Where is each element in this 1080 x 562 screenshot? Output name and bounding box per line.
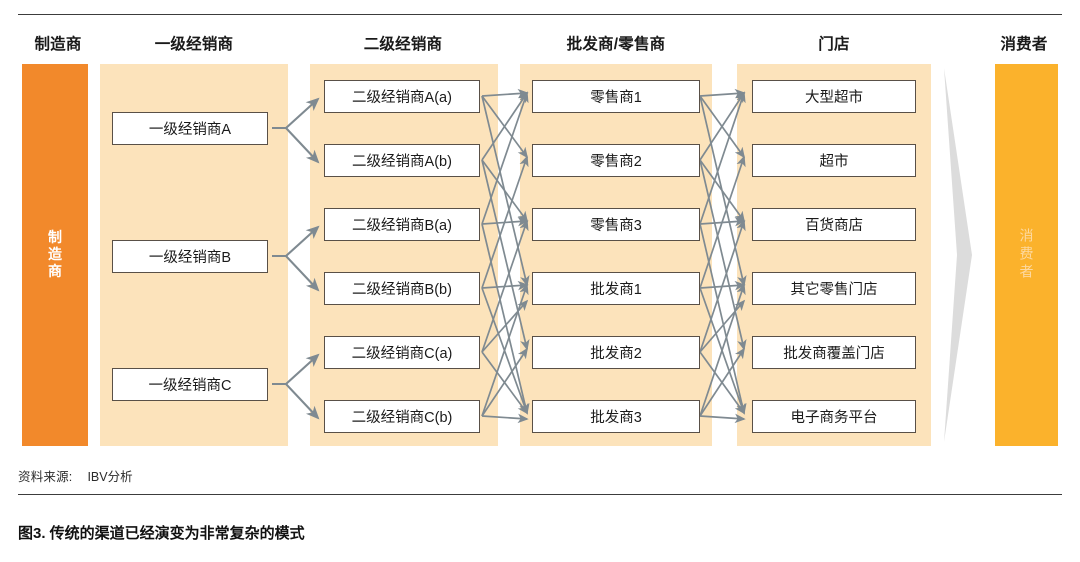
manufacturer-vertical-label: 制造商 <box>47 229 63 281</box>
top-rule <box>18 14 1062 15</box>
node-store-other-retail[interactable]: 其它零售门店 <box>752 272 916 305</box>
node-tier2-ca[interactable]: 二级经销商C(a) <box>324 336 480 369</box>
node-retailer-1[interactable]: 零售商1 <box>532 80 700 113</box>
node-wholesaler-3[interactable]: 批发商3 <box>532 400 700 433</box>
node-tier2-ab[interactable]: 二级经销商A(b) <box>324 144 480 177</box>
header-manufacturer: 制造商 <box>34 36 82 53</box>
node-tier1-c[interactable]: 一级经销商C <box>112 368 268 401</box>
tier2-band <box>310 64 498 446</box>
node-store-department[interactable]: 百货商店 <box>752 208 916 241</box>
node-tier2-cb[interactable]: 二级经销商C(b) <box>324 400 480 433</box>
node-store-ecommerce[interactable]: 电子商务平台 <box>752 400 916 433</box>
stores-band <box>737 64 931 446</box>
node-tier1-a[interactable]: 一级经销商A <box>112 112 268 145</box>
consumer-chevron-icon <box>944 68 972 442</box>
node-retailer-2[interactable]: 零售商2 <box>532 144 700 177</box>
node-tier1-b[interactable]: 一级经销商B <box>112 240 268 273</box>
bottom-rule <box>18 494 1062 495</box>
consumer-vertical-label: 消费者 <box>1018 228 1035 282</box>
node-tier2-ba[interactable]: 二级经销商B(a) <box>324 208 480 241</box>
node-wholesaler-1[interactable]: 批发商1 <box>532 272 700 305</box>
consumer-column: 消费者 <box>995 64 1058 446</box>
header-stores: 门店 <box>818 36 850 53</box>
wholesale-retail-band <box>520 64 712 446</box>
figure-caption: 图3. 传统的渠道已经演变为非常复杂的模式 <box>18 525 305 542</box>
source-line: 资料来源: IBV分析 <box>18 466 133 485</box>
node-store-supermarket[interactable]: 超市 <box>752 144 916 177</box>
header-tier2: 二级经销商 <box>363 36 443 53</box>
node-store-hypermarket[interactable]: 大型超市 <box>752 80 916 113</box>
source-value: IBV分析 <box>87 470 133 484</box>
node-wholesaler-2[interactable]: 批发商2 <box>532 336 700 369</box>
node-tier2-bb[interactable]: 二级经销商B(b) <box>324 272 480 305</box>
header-consumer: 消费者 <box>1000 36 1048 53</box>
node-retailer-3[interactable]: 零售商3 <box>532 208 700 241</box>
manufacturer-column: 制造商 <box>22 64 88 446</box>
node-store-wholesale-covered[interactable]: 批发商覆盖门店 <box>752 336 916 369</box>
node-tier2-aa[interactable]: 二级经销商A(a) <box>324 80 480 113</box>
source-label: 资料来源: <box>18 470 73 484</box>
header-tier1: 一级经销商 <box>154 36 234 53</box>
header-wholesale-retail: 批发商/零售商 <box>566 36 666 53</box>
column-header-row: 制造商 一级经销商 二级经销商 批发商/零售商 门店 消费者 <box>0 34 1080 60</box>
